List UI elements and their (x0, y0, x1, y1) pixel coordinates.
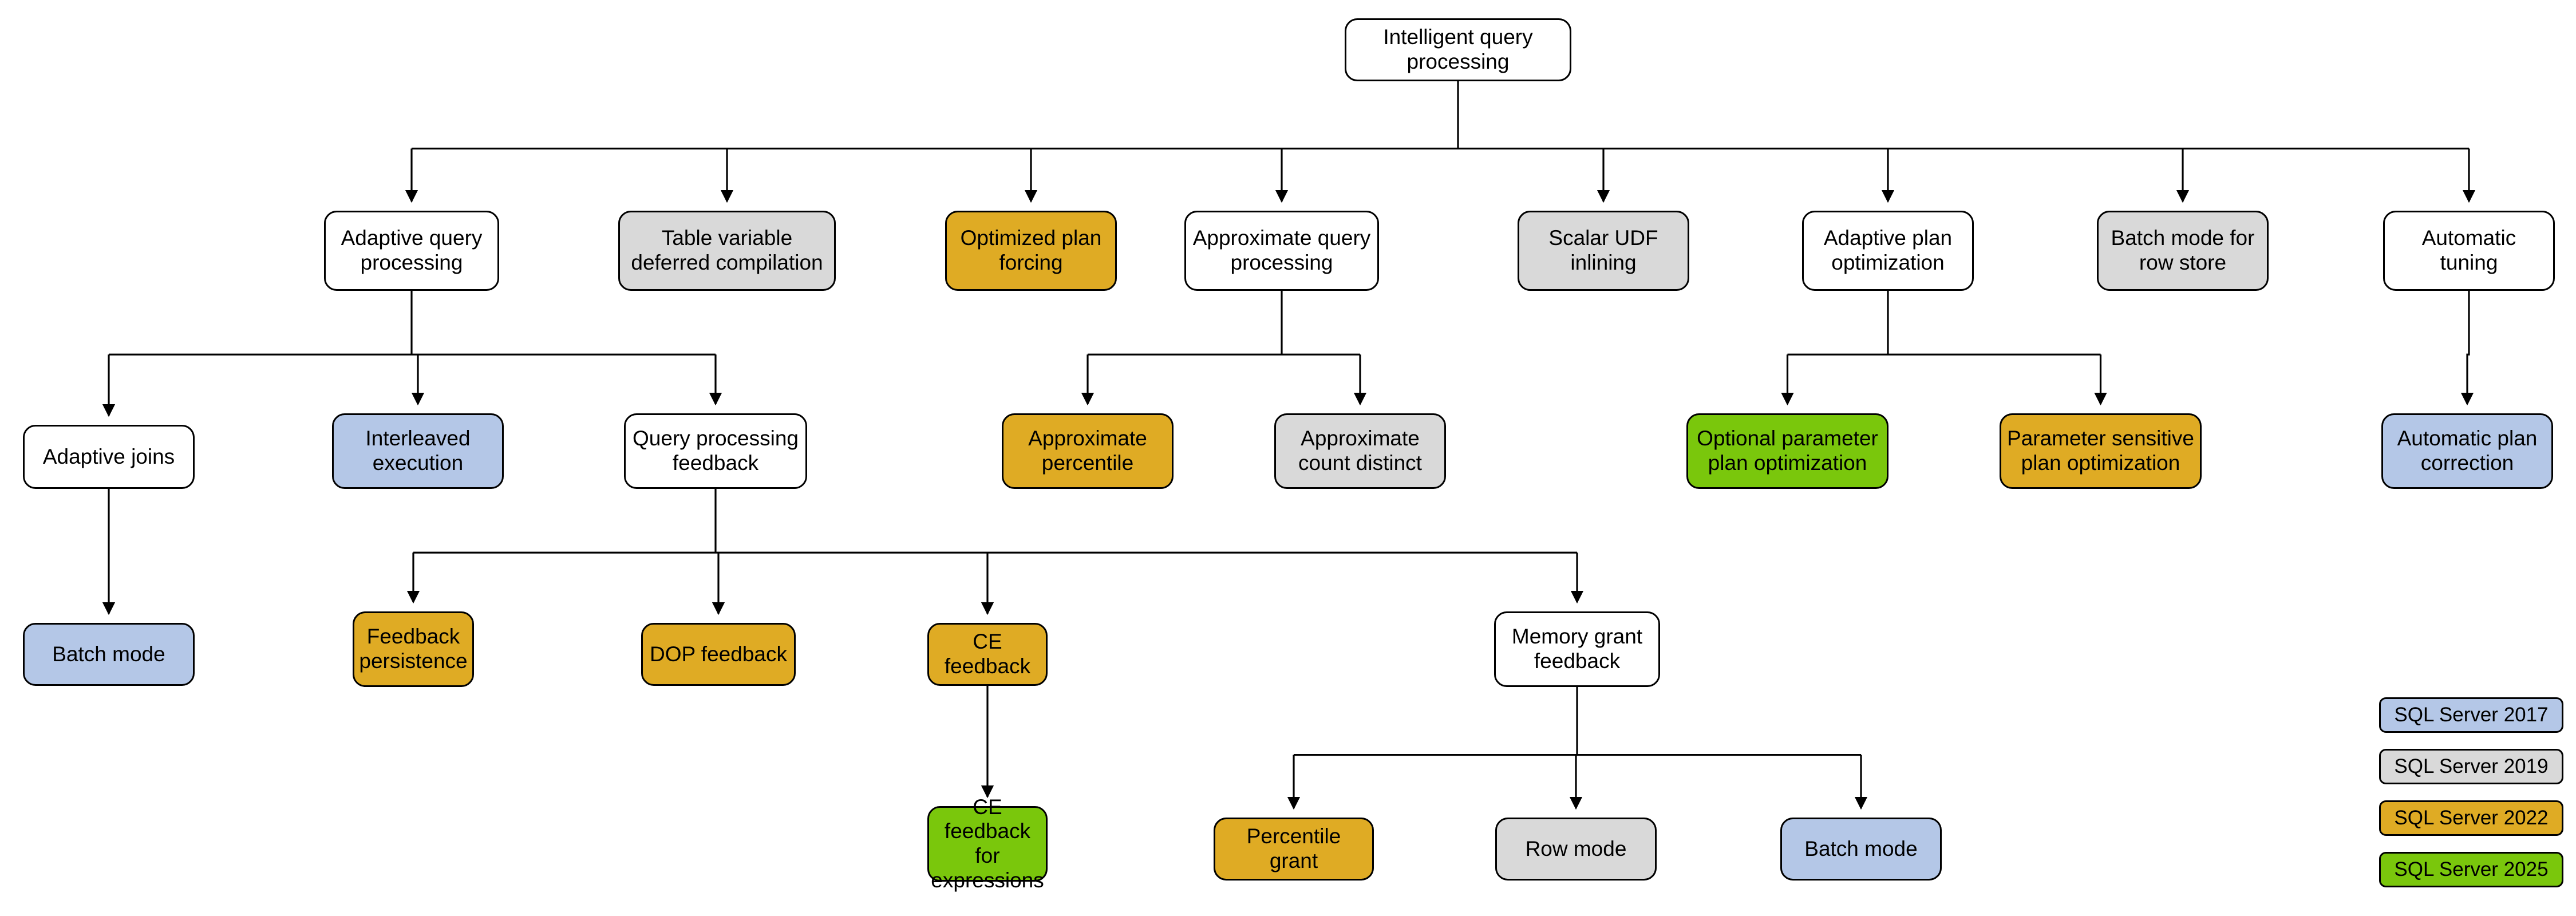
node-label: Batch mode for row store (2111, 226, 2255, 274)
node-cefbexpr[interactable]: CE feedback for expressions (927, 795, 1048, 892)
node-label: Scalar UDF inlining (1548, 226, 1658, 274)
legend-item-label: SQL Server 2019 (2394, 755, 2549, 777)
node-label: Intelligent query processing (1383, 25, 1533, 73)
node-label: Adaptive query processing (341, 226, 483, 274)
node-batchmode2[interactable]: Batch mode (1780, 818, 1942, 881)
node-qpf[interactable]: Query processing feedback (624, 413, 807, 489)
legend-item-sql-server-2025: SQL Server 2025 (2379, 852, 2563, 887)
node-autotune[interactable]: Automatic tuning (2383, 211, 2555, 291)
node-dopfb[interactable]: DOP feedback (641, 623, 796, 686)
node-label: Row mode (1525, 836, 1627, 860)
node-approxcd[interactable]: Approximate count distinct (1274, 413, 1446, 489)
node-rowmode[interactable]: Row mode (1495, 818, 1657, 881)
node-label: Interleaved execution (365, 427, 471, 475)
legend-item-sql-server-2022: SQL Server 2022 (2379, 800, 2563, 836)
legend-item-sql-server-2019: SQL Server 2019 (2379, 749, 2563, 784)
node-bmrs[interactable]: Batch mode for row store (2097, 211, 2269, 291)
node-label: Adaptive plan optimization (1823, 226, 1953, 274)
node-adaptivejoins[interactable]: Adaptive joins (23, 425, 195, 489)
legend-item-label: SQL Server 2022 (2394, 807, 2549, 829)
node-mgf[interactable]: Memory grant feedback (1494, 611, 1660, 687)
node-label: Optimized plan forcing (960, 226, 1102, 274)
node-label: Table variable deferred compilation (631, 226, 823, 274)
node-root[interactable]: Intelligent query processing (1345, 18, 1571, 81)
edge-autotune-to-apc (2460, 291, 2474, 406)
node-cefb[interactable]: CE feedback (927, 623, 1048, 686)
legend-item-label: SQL Server 2017 (2394, 704, 2549, 726)
node-label: CE feedback (944, 630, 1031, 678)
node-interleaved[interactable]: Interleaved execution (332, 413, 504, 489)
node-approxqp[interactable]: Approximate query processing (1184, 211, 1379, 291)
node-approxpct[interactable]: Approximate percentile (1002, 413, 1174, 489)
legend-item-label: SQL Server 2025 (2394, 858, 2549, 881)
node-label: Approximate count distinct (1298, 427, 1422, 475)
node-label: Parameter sensitive plan optimization (2007, 427, 2194, 475)
legend-item-sql-server-2017: SQL Server 2017 (2379, 697, 2563, 733)
node-label: Memory grant feedback (1511, 625, 1643, 673)
node-scalarudf[interactable]: Scalar UDF inlining (1518, 211, 1689, 291)
node-opf[interactable]: Optimized plan forcing (945, 211, 1117, 291)
node-fbpersist[interactable]: Feedback persistence (353, 611, 474, 687)
node-label: Batch mode (1804, 836, 1918, 860)
node-pctgrant[interactable]: Percentile grant (1214, 818, 1374, 881)
node-label: Optional parameter plan optimization (1697, 427, 1878, 475)
node-label: Query processing feedback (633, 427, 799, 475)
node-label: CE feedback for expressions (931, 795, 1044, 892)
node-label: Automatic tuning (2421, 226, 2516, 274)
node-label: Adaptive joins (42, 444, 175, 468)
node-batchmode1[interactable]: Batch mode (23, 623, 195, 686)
node-apc[interactable]: Automatic plan correction (2381, 413, 2553, 489)
node-label: Automatic plan correction (2397, 427, 2538, 475)
node-tvdc[interactable]: Table variable deferred compilation (618, 211, 836, 291)
node-label: Approximate percentile (1028, 427, 1147, 475)
node-aqp[interactable]: Adaptive query processing (324, 211, 499, 291)
node-oppo[interactable]: Optional parameter plan optimization (1686, 413, 1888, 489)
node-label: DOP feedback (650, 642, 787, 666)
node-pspo[interactable]: Parameter sensitive plan optimization (2000, 413, 2202, 489)
node-apo[interactable]: Adaptive plan optimization (1802, 211, 1974, 291)
node-label: Feedback persistence (359, 625, 468, 673)
node-label: Approximate query processing (1192, 226, 1371, 274)
node-label: Batch mode (52, 642, 165, 666)
node-label: Percentile grant (1246, 824, 1341, 872)
